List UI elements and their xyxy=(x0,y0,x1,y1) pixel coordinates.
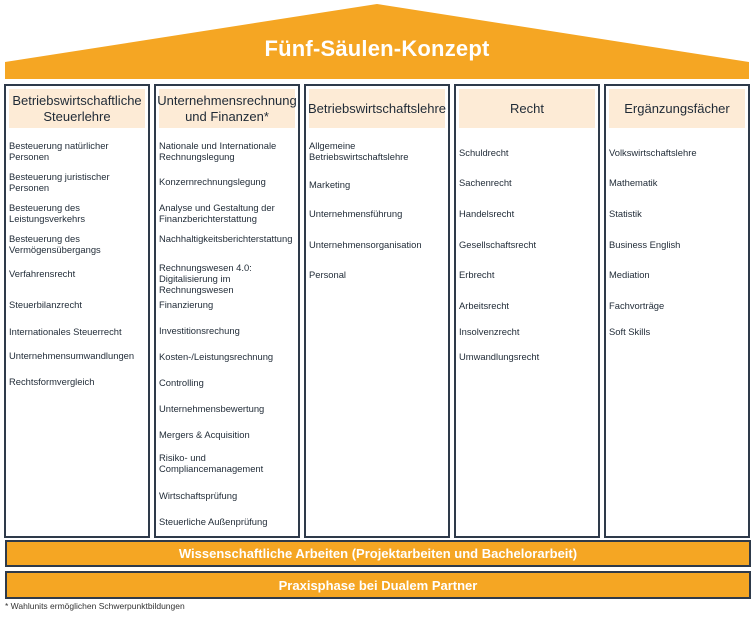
pillar-item: Unternehmensbewertung xyxy=(159,403,265,414)
pillar-item: Finanzierung xyxy=(159,299,214,310)
pillar-item: Rechnungswesen 4.0: Digitalisierung im R… xyxy=(159,262,252,295)
pillar-item: Nachhaltigkeitsberichterstattung xyxy=(159,233,293,244)
pillar-title: Ergänzungsfächer xyxy=(609,89,745,128)
band-research: Wissenschaftliche Arbeiten (Projektarbei… xyxy=(5,540,751,567)
band-practice: Praxisphase bei Dualem Partner xyxy=(5,571,751,599)
pillar-item: Arbeitsrecht xyxy=(459,300,510,311)
pillar-item: Sachenrecht xyxy=(459,177,512,188)
pillar-item: Gesellschaftsrecht xyxy=(459,239,537,250)
pillar-title: Betriebswirtschaftliche Steuerlehre xyxy=(9,89,145,128)
pillar-item: Investitionsrechung xyxy=(159,325,240,336)
pillar-item: Unternehmensführung xyxy=(309,208,403,219)
pillar-item: Erbrecht xyxy=(459,269,495,280)
pillar-item: Mediation xyxy=(609,269,650,280)
pillar-item: Konzernrechnungslegung xyxy=(159,176,266,187)
pillar-item: Handelsrecht xyxy=(459,208,515,219)
pillar-item: Fachvorträge xyxy=(609,300,665,311)
roof xyxy=(5,4,749,79)
pillar-item: Unternehmensorganisation xyxy=(309,239,422,250)
pillar-item: Besteuerung des Leistungsverkehrs xyxy=(9,202,86,224)
pillar-item: Besteuerung juristischer Personen xyxy=(9,171,110,193)
pillar-item: Controlling xyxy=(159,377,204,388)
pillar-title: Recht xyxy=(459,89,595,128)
pillar-item: Soft Skills xyxy=(609,326,651,337)
pillar-item: Besteuerung des Vermögensübergangs xyxy=(9,233,101,255)
pillar-bwl: Betriebswirtschaftslehre Allgemeine Betr… xyxy=(304,84,450,538)
pillar-title: Betriebswirtschaftslehre xyxy=(308,89,446,128)
pillar-item: Besteuerung natürlicher Personen xyxy=(9,140,109,162)
pillar-item: Nationale und Internationale Rechnungsle… xyxy=(159,140,277,162)
pillar-item: Risiko- und Compliancemanagement xyxy=(159,452,264,474)
pillar-item: Verfahrensrecht xyxy=(9,268,76,279)
pillar-unternehmensrechnung: Unternehmensrechnung und Finanzen* Natio… xyxy=(154,84,300,538)
pillar-item: Analyse und Gestaltung der Finanzbericht… xyxy=(159,202,275,224)
pillar-item: Marketing xyxy=(309,179,351,190)
pillar-item: Internationales Steuerrecht xyxy=(9,326,122,337)
pillar-item: Business English xyxy=(609,239,681,250)
pillar-item: Kosten-/Leistungsrechnung xyxy=(159,351,274,362)
pillar-item: Insolvenzrecht xyxy=(459,326,520,337)
pillar-steuerlehre: Betriebswirtschaftliche Steuerlehre Best… xyxy=(4,84,150,538)
pillar-item: Statistik xyxy=(609,208,642,219)
pillar-item: Umwandlungsrecht xyxy=(459,351,540,362)
pillar-item: Steuerbilanzrecht xyxy=(9,299,82,310)
pillar-item: Mergers & Acquisition xyxy=(159,429,250,440)
pillar-item: Rechtsformvergleich xyxy=(9,376,95,387)
pillar-item: Allgemeine Betriebswirtschaftslehre xyxy=(309,140,409,162)
pillar-item: Wirtschaftsprüfung xyxy=(159,490,238,501)
pillar-item: Unternehmensumwandlungen xyxy=(9,350,135,361)
pillar-item: Steuerliche Außenprüfung xyxy=(159,516,268,527)
pillar-title: Unternehmensrechnung und Finanzen* xyxy=(157,89,297,128)
pillar-item: Schuldrecht xyxy=(459,147,509,158)
pillar-item: Volkswirtschaftslehre xyxy=(609,147,697,158)
pillar-item: Mathematik xyxy=(609,177,658,188)
diagram-title: Fünf-Säulen-Konzept xyxy=(264,36,490,61)
pillar-item: Personal xyxy=(309,269,347,280)
footnote: * Wahlunits ermöglichen Schwerpunktbildu… xyxy=(5,601,185,611)
